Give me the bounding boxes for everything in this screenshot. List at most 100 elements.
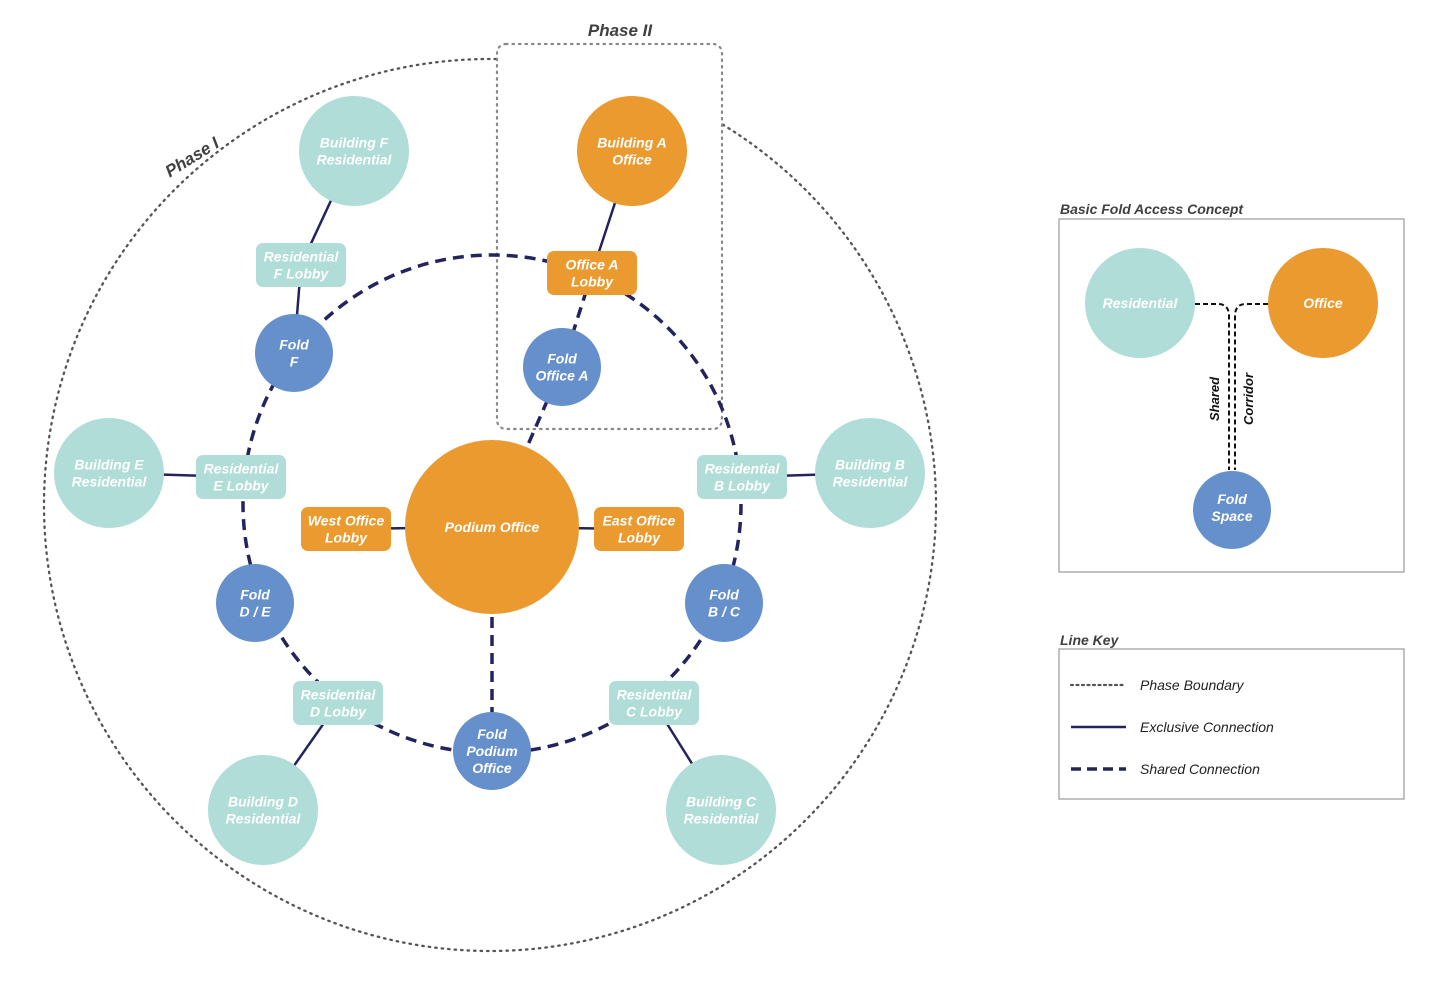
residential-d-lobby-box xyxy=(293,681,383,725)
concept-fold-space-circle xyxy=(1193,471,1271,549)
residential-d-lobby-label-line-1: Residential xyxy=(301,687,377,703)
fold-d-e-circle xyxy=(216,564,294,642)
building-e-label-line-2: Residential xyxy=(72,474,148,490)
fold-b-c-label-line-2: B / C xyxy=(708,604,741,620)
concept-office-label: Office xyxy=(1303,295,1343,311)
building-d-label-line-2: Residential xyxy=(226,811,302,827)
shared-ring-line xyxy=(241,253,743,755)
building-d-circle xyxy=(208,755,318,865)
phase-1-boundary xyxy=(42,57,938,953)
fold-b-c-circle xyxy=(685,564,763,642)
residential-c-lobby-label-line-2: C Lobby xyxy=(626,704,683,720)
concept-panel-title: Basic Fold Access Concept xyxy=(1060,201,1244,217)
building-f-label-line-1: Building F xyxy=(320,135,389,151)
key-shared-label: Shared Connection xyxy=(1140,761,1260,777)
fold-f-circle xyxy=(255,314,333,392)
line-key-title: Line Key xyxy=(1060,632,1120,648)
fold-office-a-label-line-2: Office A xyxy=(536,368,589,384)
building-b-label-line-2: Residential xyxy=(833,474,909,490)
east-office-lobby-box xyxy=(594,507,684,551)
concept-residential-label: Residential xyxy=(1103,295,1179,311)
fold-podium-office-label-line-1: Fold xyxy=(477,726,507,742)
fold-d-e-label-line-1: Fold xyxy=(240,587,270,603)
residential-b-lobby-box xyxy=(697,455,787,499)
building-e-circle xyxy=(54,418,164,528)
building-a-label-line-2: Office xyxy=(612,152,652,168)
residential-c-lobby-label-line-1: Residential xyxy=(617,687,693,703)
concept-panel: Basic Fold Access Concept Residential Of… xyxy=(1058,201,1405,573)
office-a-lobby-label-line-1: Office A xyxy=(566,257,619,273)
node-podium-office: Podium Office xyxy=(405,440,579,614)
fold-office-a-circle xyxy=(523,328,601,406)
building-a-label-line-1: Building A xyxy=(597,135,666,151)
fold-d-e-label-line-2: D / E xyxy=(239,604,271,620)
fold-b-c-label-line-1: Fold xyxy=(709,587,739,603)
podium-office-circle xyxy=(405,440,579,614)
concept-office-circle xyxy=(1268,248,1378,358)
corridor-label-right: Corridor xyxy=(1241,372,1256,425)
building-b-label-line-1: Building B xyxy=(835,457,905,473)
residential-b-lobby-label-line-2: B Lobby xyxy=(714,478,771,494)
fold-f-label-line-2: F xyxy=(290,354,299,370)
building-e-label-line-1: Building E xyxy=(74,457,144,473)
east-office-lobby-label-line-1: East Office xyxy=(603,513,676,529)
west-office-lobby-box xyxy=(301,507,391,551)
line-key-frame xyxy=(1058,648,1405,800)
residential-e-lobby-label-line-2: E Lobby xyxy=(213,478,269,494)
fold-office-a-label-line-1: Fold xyxy=(547,351,577,367)
fold-podium-office-circle xyxy=(453,712,531,790)
corridor-label-left: Shared xyxy=(1207,376,1222,421)
building-c-circle xyxy=(666,755,776,865)
podium-office-label-line-1: Podium Office xyxy=(445,519,540,535)
key-phase-boundary-label: Phase Boundary xyxy=(1140,677,1245,693)
building-b-circle xyxy=(815,418,925,528)
residential-f-lobby-label-line-2: F Lobby xyxy=(274,266,330,282)
east-office-lobby-label-line-2: Lobby xyxy=(618,530,661,546)
concept-fold-label-line-1: Fold xyxy=(1217,491,1247,507)
shared-corridor-left-line xyxy=(1195,303,1230,470)
residential-d-lobby-label-line-2: D Lobby xyxy=(310,704,367,720)
residential-b-lobby-label-line-1: Residential xyxy=(705,461,781,477)
concept-panel-frame xyxy=(1058,218,1405,573)
building-c-label-line-2: Residential xyxy=(684,811,760,827)
line-key: Line Key Phase Boundary Exclusive Connec… xyxy=(1058,632,1405,800)
west-office-lobby-label-line-1: West Office xyxy=(308,513,385,529)
phase-2-label: Phase II xyxy=(588,21,654,40)
residential-c-lobby-box xyxy=(609,681,699,725)
office-a-lobby-box xyxy=(547,251,637,295)
residential-f-lobby-box xyxy=(256,243,346,287)
shared-ring xyxy=(241,253,743,755)
building-f-label-line-2: Residential xyxy=(317,152,393,168)
building-d-label-line-1: Building D xyxy=(228,794,298,810)
building-c-label-line-1: Building C xyxy=(686,794,757,810)
residential-f-lobby-label-line-1: Residential xyxy=(264,249,340,265)
residential-e-lobby-label-line-1: Residential xyxy=(204,461,280,477)
key-exclusive-label: Exclusive Connection xyxy=(1140,719,1274,735)
fold-podium-office-label-line-2: Podium xyxy=(466,743,517,759)
west-office-lobby-label-line-2: Lobby xyxy=(325,530,368,546)
office-a-lobby-label-line-2: Lobby xyxy=(571,274,614,290)
concept-fold-label-line-2: Space xyxy=(1211,508,1252,524)
building-a-circle xyxy=(577,96,687,206)
concept-residential-circle xyxy=(1085,248,1195,358)
